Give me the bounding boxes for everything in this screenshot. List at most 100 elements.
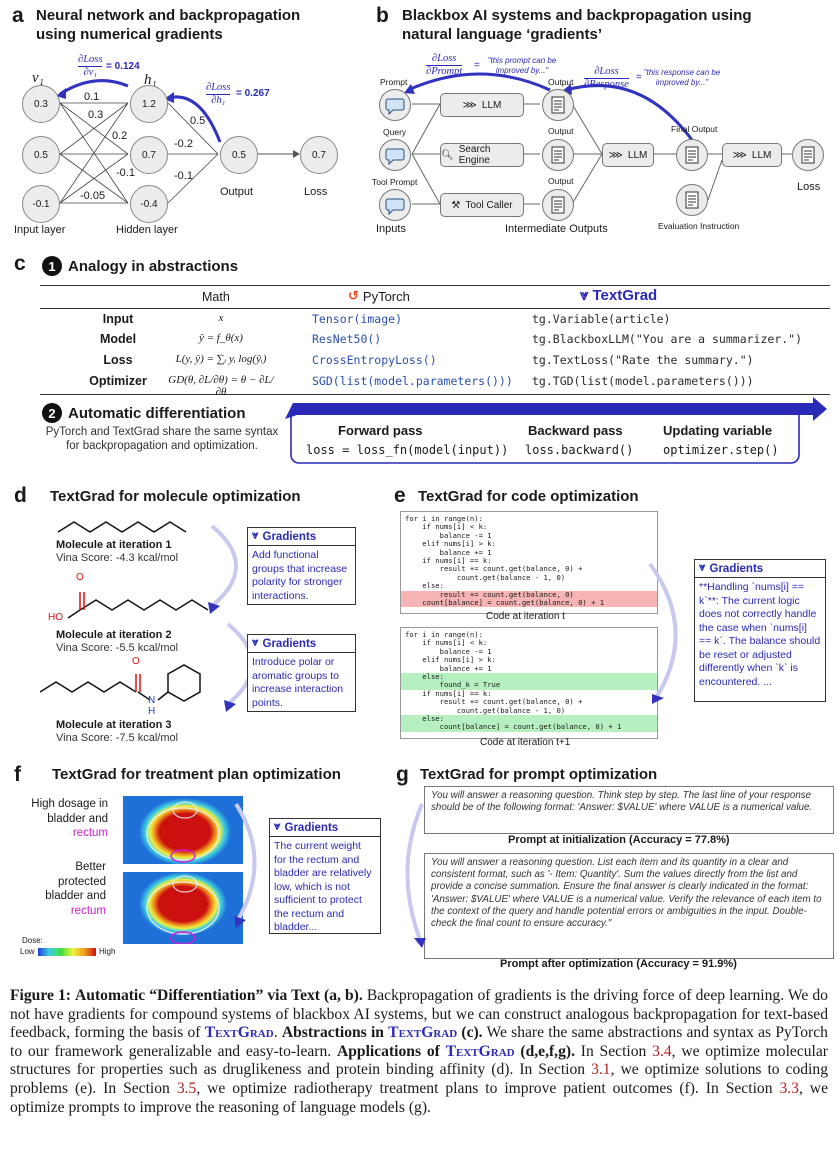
textgrad-code: tg.BlackboxLLM("You are a summarizer.") — [532, 332, 803, 346]
molecule-gradient-box-2: ⩔Gradients Introduce polar or aromatic g… — [247, 634, 356, 712]
dose-legend-title: Dose: — [22, 936, 43, 945]
hidden-node: 1.2 — [130, 85, 168, 123]
molecule-3-label: Molecule at iteration 3 — [56, 719, 172, 731]
col-header-textgrad: ⩔TextGrad — [580, 287, 658, 304]
textgrad-logo-icon: ⩔ — [252, 530, 259, 542]
panel-e-title: TextGrad for code optimization — [418, 488, 639, 505]
table-rule-bottom — [40, 394, 830, 395]
grad-prompt-fraction: ∂Loss∂Prompt — [426, 53, 463, 77]
textgrad-code: tg.TextLoss("Rate the summary.") — [532, 353, 754, 367]
pytorch-icon: ↺ — [348, 288, 359, 303]
grad-v1-fraction: ∂Loss∂v₁ — [78, 54, 103, 78]
final-output-document-icon[interactable] — [676, 139, 708, 171]
code-t1-caption: Code at iteration t+1 — [480, 737, 571, 748]
atom-o: O — [132, 656, 140, 667]
output-node: 0.5 — [220, 136, 258, 174]
molecule-2-score: Vina Score: -5.5 kcal/mol — [56, 642, 179, 654]
panel-f-label: f — [14, 763, 21, 786]
math-expression: x — [218, 312, 224, 324]
panel-d-title: TextGrad for molecule optimization — [50, 488, 301, 505]
weight-label: -0.2 — [174, 138, 193, 150]
search-engine-node[interactable]: 🔍︎Search Engine — [440, 143, 524, 167]
v1-label: v₁ — [32, 70, 44, 86]
code-t-caption: Code at iteration t — [486, 611, 565, 622]
llm-icon: ⋙ — [462, 99, 477, 111]
prompt-initial-caption: Prompt at initialization (Accuracy = 77.… — [508, 834, 730, 846]
panel-b-title: Blackbox AI systems and backpropagation … — [402, 7, 752, 43]
pytorch-code: ResNet50() — [312, 332, 382, 346]
section-link[interactable]: 3.1 — [591, 1061, 611, 1079]
hidden-node: 0.7 — [130, 136, 168, 174]
prompt-initial: You will answer a reasoning question. Th… — [424, 786, 834, 834]
step-2-badge: 2 — [42, 403, 62, 423]
query-label: Query — [383, 127, 407, 137]
dose-map-before — [123, 796, 243, 864]
dose-legend-high: High — [99, 947, 116, 956]
llm-node[interactable]: ⋙LLM — [722, 143, 782, 167]
tool-caller-node[interactable]: ⚒Tool Caller — [440, 193, 524, 217]
output-label: Output — [548, 126, 574, 136]
eq-sign: = — [474, 60, 480, 71]
prompt-label: Prompt — [380, 77, 408, 87]
molecule-gradient-box-1: ⩔Gradients Add functional groups that in… — [247, 527, 356, 605]
panel-c-label: c — [14, 252, 26, 275]
tool-prompt-variable[interactable] — [379, 189, 411, 221]
loss-document-icon[interactable] — [792, 139, 824, 171]
dose-legend-low: Low — [20, 947, 35, 956]
treatment-arrow — [234, 802, 257, 928]
forward-pass-code: loss = loss_fn(model(input)) — [306, 443, 509, 457]
atom-ho: HO — [48, 612, 63, 623]
evaluation-document-icon[interactable] — [676, 184, 708, 216]
weight-label: 0.1 — [84, 91, 100, 103]
llm-node[interactable]: ⋙LLM — [440, 93, 524, 117]
update-variable-title: Updating variable — [663, 423, 773, 438]
query-variable[interactable] — [379, 139, 411, 171]
gradient-text: Add functional groups that increase pola… — [252, 549, 348, 602]
output-document-icon[interactable] — [542, 189, 574, 221]
row-label: Loss — [103, 353, 133, 367]
weight-label: -0.1 — [116, 167, 135, 179]
llm-icon: ⋙ — [608, 149, 623, 161]
step-1-title: Analogy in abstractions — [68, 258, 239, 275]
dose-colorbar — [38, 948, 96, 956]
dose-map-after — [123, 872, 243, 944]
weight-label: 0.2 — [112, 130, 128, 142]
step-2-description: PyTorch and TextGrad share the same synt… — [45, 426, 279, 452]
input-node: 0.3 — [22, 85, 60, 123]
textgrad-code: tg.TGD(list(model.parameters())) — [532, 374, 754, 388]
output-document-icon[interactable] — [542, 89, 574, 121]
weight-label: 0.3 — [88, 109, 104, 121]
hidden-node: -0.4 — [130, 185, 168, 223]
prompt-variable[interactable] — [379, 89, 411, 121]
backward-pass-title: Backward pass — [528, 423, 623, 438]
eq-sign: = — [636, 72, 642, 83]
loss-label: Loss — [797, 181, 821, 193]
panel-e-label: e — [394, 484, 406, 507]
added-code: else: count[balance] = count.get(balance… — [401, 714, 657, 732]
code-arrow — [648, 562, 678, 704]
input-node: -0.1 — [22, 185, 60, 223]
output-document-icon[interactable] — [542, 139, 574, 171]
pytorch-code: CrossEntropyLoss() — [312, 353, 437, 367]
textgrad-logo-icon: ⩔ — [274, 821, 281, 833]
col-header-math: Math — [202, 290, 230, 304]
code-gradient-box: ⩔Gradients **Handling `nums[i] == k`**: … — [694, 559, 826, 702]
section-link[interactable]: 3.5 — [176, 1079, 197, 1097]
panel-f-title: TextGrad for treatment plan optimization — [52, 766, 341, 783]
panel-a-title: Neural network and backpropagation using… — [36, 7, 301, 43]
backward-pass-code: loss.backward() — [525, 443, 634, 457]
treatment-gradient-box: ⩔Gradients The current weight for the re… — [269, 818, 381, 934]
weight-label: 0.5 — [190, 115, 206, 127]
section-link[interactable]: 3.3 — [779, 1079, 799, 1097]
prompt-feedback-text: "this prompt can be improved by..." — [487, 56, 557, 75]
output-label: Output — [548, 176, 574, 186]
section-link[interactable]: 3.4 — [652, 1042, 672, 1060]
panel-g-title: TextGrad for prompt optimization — [420, 766, 658, 783]
textgrad-logo-icon: ⩔ — [252, 637, 259, 649]
tools-icon: ⚒ — [451, 199, 461, 211]
step-2-title: Automatic differentiation — [68, 405, 246, 422]
math-expression: GD(θ, ∂L/∂θ) = θ − ∂L/∂θ — [168, 374, 274, 398]
llm-node[interactable]: ⋙LLM — [602, 143, 654, 167]
